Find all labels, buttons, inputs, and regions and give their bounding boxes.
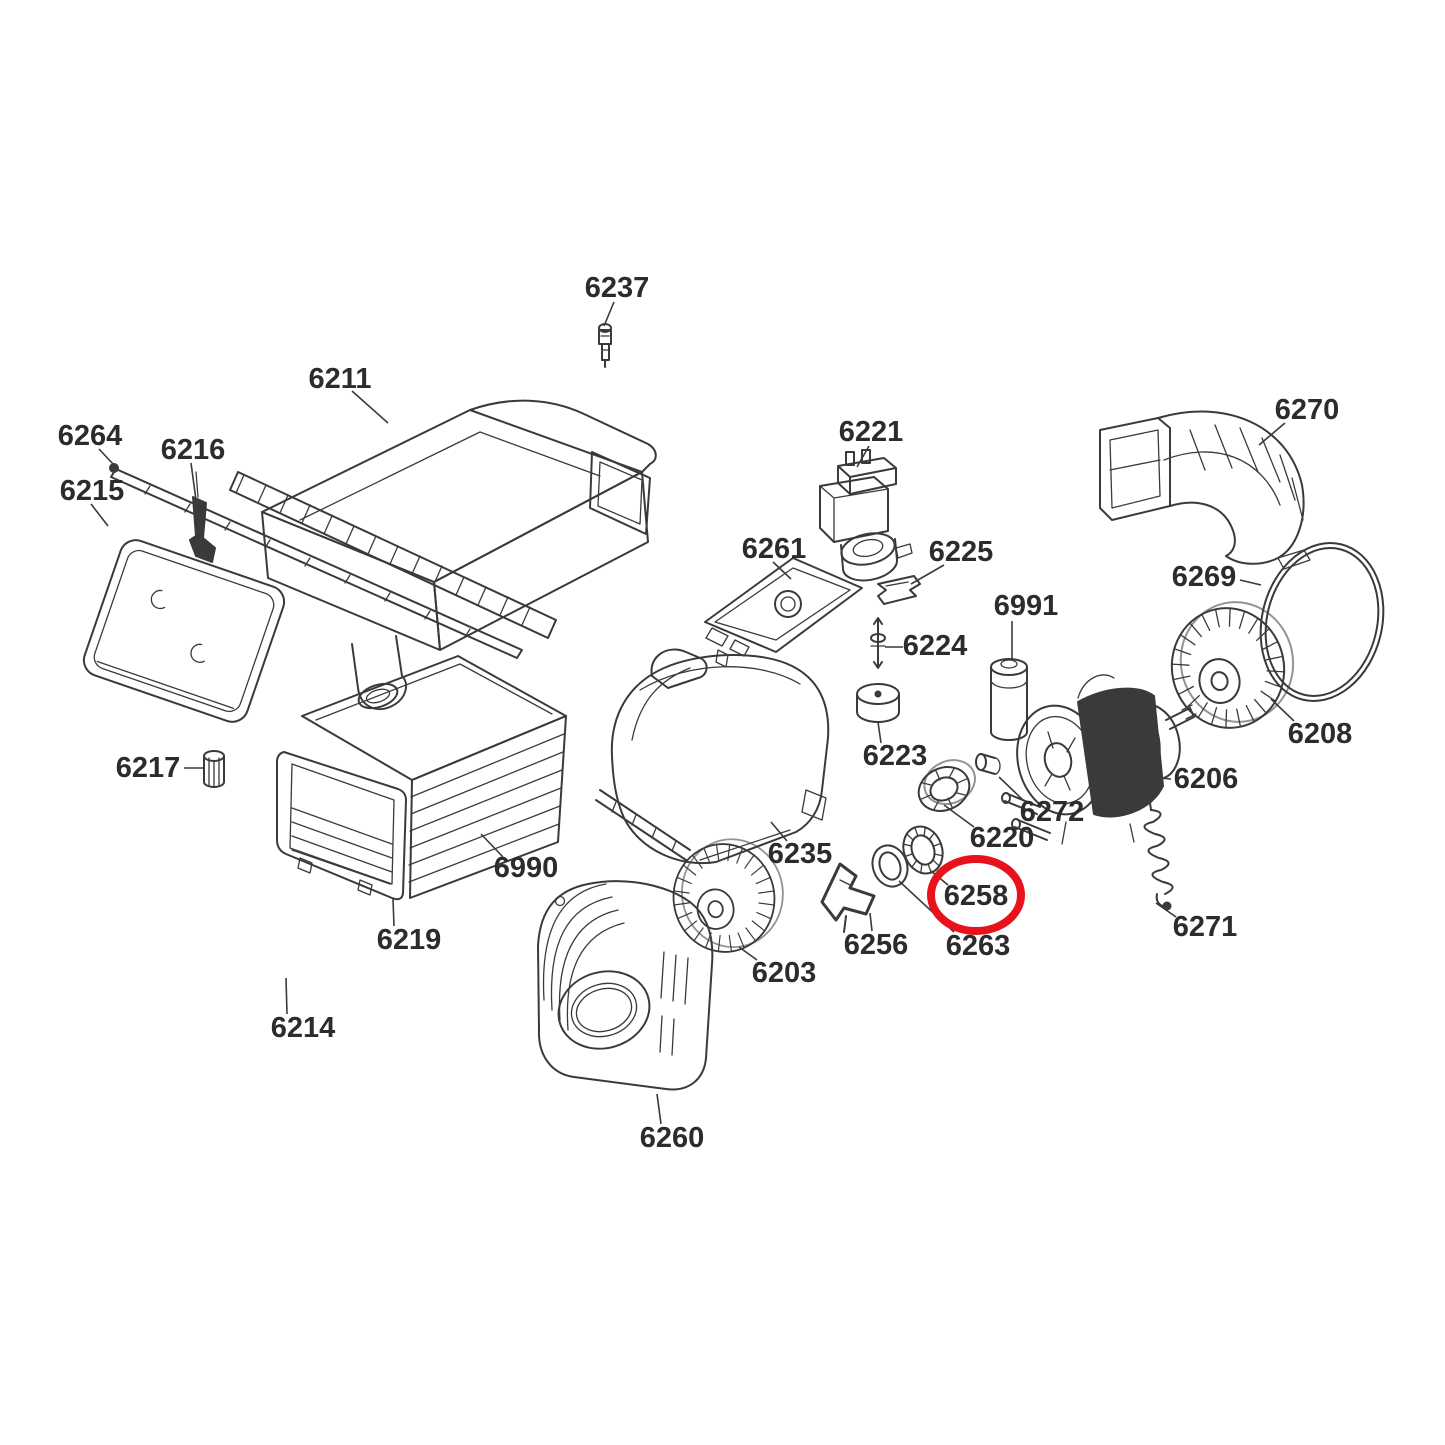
leader-line-6211 bbox=[351, 390, 389, 424]
leader-line-6208 bbox=[1270, 698, 1295, 722]
part-6990-drawing bbox=[301, 655, 567, 899]
leader-line-6216 bbox=[190, 462, 197, 501]
part-6269-drawing bbox=[1259, 542, 1385, 702]
part-6220-drawing bbox=[917, 759, 976, 812]
part-6216-drawing bbox=[189, 471, 216, 563]
part-label-6272: 6272 bbox=[1020, 796, 1085, 828]
highlight-layer bbox=[927, 855, 1025, 935]
leader-line-6215 bbox=[90, 503, 109, 527]
part-label-6219: 6219 bbox=[377, 924, 442, 956]
leader-lines-layer bbox=[90, 301, 1295, 1125]
part-label-6221: 6221 bbox=[839, 416, 904, 448]
part-label-6263: 6263 bbox=[946, 930, 1011, 962]
leader-line-6237 bbox=[603, 301, 615, 327]
leader-line-6261 bbox=[772, 561, 792, 580]
part-label-6990: 6990 bbox=[494, 852, 559, 884]
part-label-6211: 6211 bbox=[309, 363, 372, 395]
part-label-6261: 6261 bbox=[742, 533, 807, 565]
part-label-6208: 6208 bbox=[1288, 718, 1353, 750]
part-label-6215: 6215 bbox=[60, 475, 125, 507]
part-6215-drawing bbox=[82, 539, 286, 723]
leader-line-6990 bbox=[480, 833, 504, 858]
leader-line-6219 bbox=[392, 898, 395, 927]
leader-line-6264 bbox=[98, 448, 115, 466]
leader-line-6272 bbox=[998, 776, 1025, 802]
part-6260-drawing bbox=[537, 880, 714, 1091]
part-label-6225: 6225 bbox=[929, 536, 994, 568]
part-label-6264: 6264 bbox=[58, 420, 123, 452]
leader-line-6269 bbox=[1239, 579, 1262, 586]
part-label-6217: 6217 bbox=[116, 752, 181, 784]
part-6224-drawing bbox=[870, 617, 886, 669]
part-label-6223: 6223 bbox=[863, 740, 928, 772]
leader-line-6206 bbox=[1148, 776, 1172, 780]
leader-line-6235 bbox=[770, 821, 788, 842]
leader-line-6225 bbox=[910, 564, 945, 585]
part-6261-drawing bbox=[704, 557, 863, 668]
part-label-6203: 6203 bbox=[752, 957, 817, 989]
part-label-6206: 6206 bbox=[1174, 763, 1239, 795]
part-6256-drawing bbox=[820, 862, 876, 933]
part-label-6269: 6269 bbox=[1172, 561, 1237, 593]
part-label-6271: 6271 bbox=[1173, 911, 1238, 943]
leader-line-6203 bbox=[738, 946, 758, 961]
part-label-6237: 6237 bbox=[585, 272, 650, 304]
leader-line-6223 bbox=[877, 721, 882, 744]
highlight-circle-6258 bbox=[927, 855, 1025, 935]
part-6211-drawing bbox=[229, 399, 657, 711]
leader-line-6260 bbox=[656, 1093, 662, 1125]
part-6272-drawing bbox=[975, 753, 1001, 775]
part-label-6216: 6216 bbox=[161, 434, 226, 466]
leader-line-6214 bbox=[285, 977, 288, 1015]
leader-line-6256 bbox=[869, 912, 873, 932]
leader-line-6221 bbox=[856, 445, 870, 468]
part-6271-drawing bbox=[1143, 795, 1174, 911]
leader-line-6271 bbox=[1155, 902, 1177, 918]
part-6225-drawing bbox=[877, 575, 921, 605]
part-6235-drawing bbox=[595, 648, 830, 865]
part-6206-drawing bbox=[1001, 674, 1197, 845]
part-label-6235: 6235 bbox=[768, 838, 833, 870]
part-6258-drawing bbox=[902, 825, 944, 875]
part-6217-drawing bbox=[203, 750, 225, 788]
part-6991-drawing bbox=[990, 658, 1028, 741]
part-label-6256: 6256 bbox=[844, 929, 909, 961]
part-label-6260: 6260 bbox=[640, 1122, 705, 1154]
part-6264-drawing bbox=[109, 463, 523, 659]
leader-line-6270 bbox=[1258, 422, 1286, 446]
part-6219-drawing bbox=[276, 751, 407, 901]
part-6270-drawing bbox=[1099, 410, 1311, 570]
part-label-6214: 6214 bbox=[271, 1012, 336, 1044]
part-label-6220: 6220 bbox=[970, 822, 1035, 854]
part-label-6258: 6258 bbox=[944, 880, 1009, 912]
part-labels-layer: 6237 6211 6264 6216 6215 6217 6990 6219 6214 6221… bbox=[58, 272, 1353, 1154]
part-6221-drawing bbox=[819, 449, 913, 582]
part-drawings-layer bbox=[82, 323, 1385, 1091]
part-label-6270: 6270 bbox=[1275, 394, 1340, 426]
part-label-6991: 6991 bbox=[994, 590, 1059, 622]
part-label-6224: 6224 bbox=[903, 630, 968, 662]
leader-line-6220 bbox=[943, 804, 975, 828]
